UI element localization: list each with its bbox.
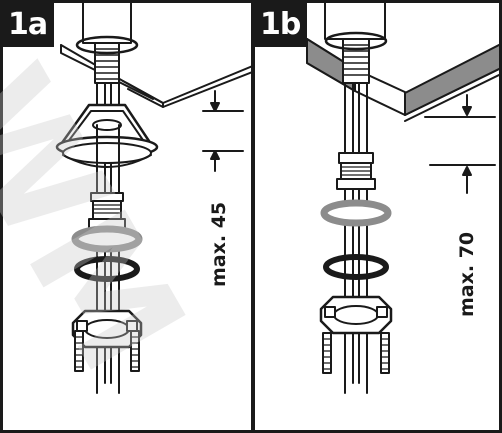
dimension-label: max. 70 (456, 231, 478, 317)
panel-1a: 1a max. 45 (0, 0, 254, 433)
panel-tag: 1b (255, 3, 308, 47)
panel-1b-drawing (306, 3, 499, 394)
panel-tag: 1a (3, 3, 55, 47)
deck-top-edge (60, 44, 251, 104)
panel-1b: 1b max. 70 (252, 0, 502, 433)
dimension-label: max. 45 (208, 201, 230, 287)
panel-1a-drawing (55, 3, 251, 394)
